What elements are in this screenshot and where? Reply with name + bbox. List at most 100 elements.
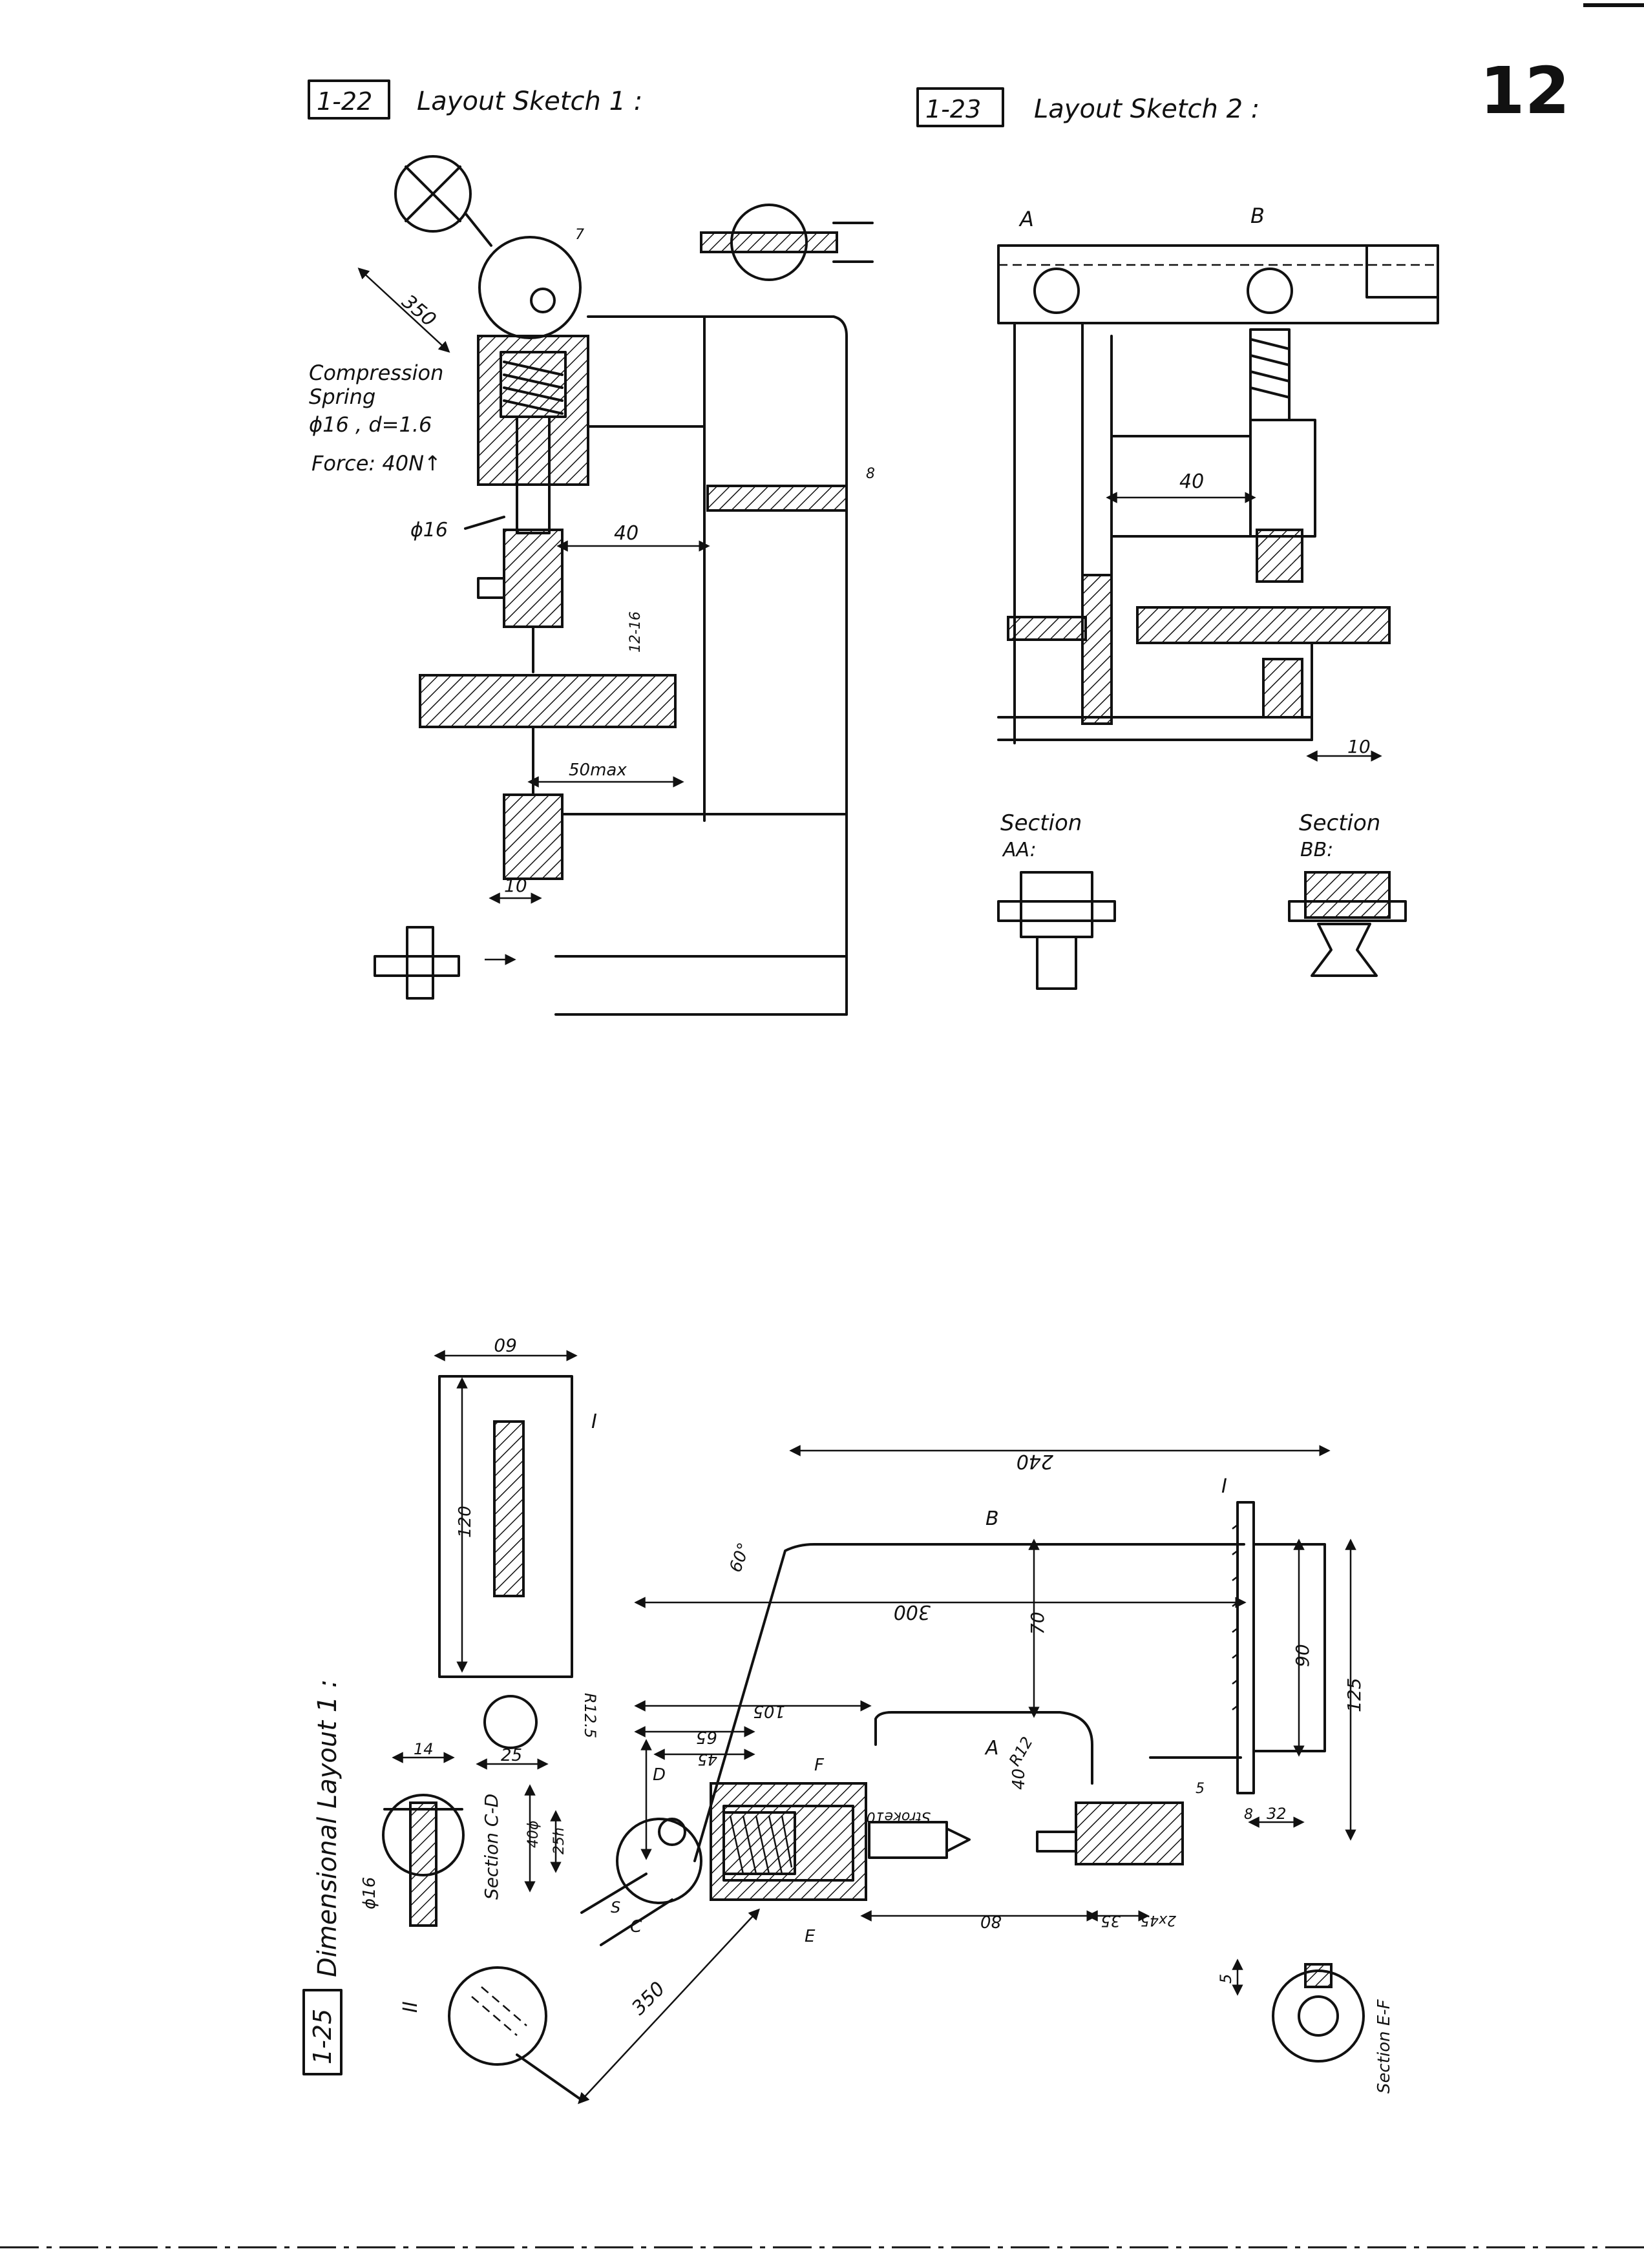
sketch2-plunger [1249, 419, 1316, 538]
spring-spec: ϕ16 , d=1.6 [309, 412, 432, 437]
layout-sketch-1: 1-22 Layout Sketch 1 : 350 7 Compression… [308, 79, 875, 1016]
c-frame-outline [587, 315, 848, 1016]
section-bb [1304, 871, 1391, 919]
dim-120: 120 [456, 1506, 475, 1538]
sketch2-id: 1-23 [925, 95, 981, 123]
dim-r12: R12 [1006, 1734, 1037, 1769]
dim-240: 240 [1017, 1450, 1053, 1473]
dim-12-16: 12-16 [627, 611, 644, 653]
section-ef-label: Section E-F [1375, 1999, 1394, 2094]
spring-label-1: Compression [309, 361, 443, 385]
section-aa-label-2: AA: [1002, 839, 1037, 861]
label-i-top: I [591, 1411, 597, 1433]
dim-50max: 50max [569, 761, 627, 780]
dim-8: 8 [866, 466, 875, 482]
layout1-spring [722, 1811, 796, 1875]
dim-25: 25 [501, 1746, 522, 1765]
specimen-table [419, 674, 677, 728]
label-d: D [653, 1765, 666, 1785]
dim-5-ef: 5 [1217, 1974, 1235, 1984]
label-ii: II [399, 2001, 422, 2013]
dim-10: 10 [1347, 736, 1371, 757]
dial-gauge [394, 155, 472, 233]
sketch1-title: Layout Sketch 1 : [417, 87, 642, 116]
dim-5: 5 [1196, 1781, 1205, 1797]
dim-40: 40 [1009, 1769, 1029, 1790]
indenter [868, 1821, 948, 1859]
dim-2x45: 2x45 [1141, 1912, 1176, 1928]
hand-wheel [374, 955, 460, 977]
sketch2-table [1136, 606, 1391, 644]
dial-gauge-layout [448, 1966, 547, 2066]
layout1-title: Dimensional Layout 1 : [313, 1679, 342, 1977]
pivot-lever [478, 236, 582, 339]
anvil-holder [503, 793, 564, 880]
section-aa [1020, 871, 1093, 938]
sketch1-id-box [308, 79, 390, 120]
spring-force: Force: 40N↑ [311, 451, 441, 476]
dim-40: 40 [614, 522, 638, 545]
marker-a: A [1018, 207, 1034, 231]
dim-80: 80 [980, 1911, 1002, 1931]
layout-sketch-2: 1-23 Layout Sketch 2 : A B 40 10 [916, 87, 1439, 990]
dim-8: 8 [1244, 1807, 1253, 1823]
dim-70: 70 [1027, 1612, 1048, 1635]
dim-105: 105 [753, 1701, 785, 1721]
pinion [483, 1695, 538, 1749]
sketch2-id-box [916, 87, 1004, 127]
dim-r12-5: R12.5 [581, 1693, 599, 1738]
sketch2-title: Layout Sketch 2 : [1034, 94, 1259, 124]
label-a: A [984, 1737, 999, 1759]
plunger-housing [710, 1782, 867, 1901]
dim-350-line [357, 268, 450, 353]
marker-b: B [1250, 204, 1265, 228]
dim-125: 125 [1344, 1678, 1365, 1712]
section-bb-label-1: Section [1299, 810, 1380, 836]
anvil-column [1236, 1501, 1255, 1794]
spring-label-2: Spring [309, 384, 375, 409]
label-i-right: I [1221, 1475, 1227, 1498]
label-b: B [985, 1507, 999, 1530]
dim-10: 10 [504, 875, 527, 896]
sketch2-anvil [1262, 658, 1303, 719]
dimensional-layout-1: 1-25 Dimensional Layout 1 : 60 120 I 25 … [302, 1334, 1394, 2105]
pivot [616, 1818, 702, 1904]
dim-90: 90 [1292, 1644, 1313, 1667]
dim-300: 300 [894, 1601, 931, 1623]
dim-60: 60 [494, 1334, 517, 1356]
c-frame [693, 1543, 1245, 1862]
clamp-screw [477, 577, 505, 599]
dim-350: 350 [397, 290, 440, 331]
indenter-holder [503, 529, 564, 628]
dim-14: 14 [414, 1740, 434, 1758]
dim-35: 35 [1101, 1912, 1121, 1930]
label-f: F [814, 1756, 825, 1775]
spring-housing [477, 335, 589, 486]
dim-45: 45 [697, 1750, 717, 1769]
layout1-id-box [302, 1989, 342, 2075]
column-section [1081, 574, 1113, 725]
dim-32: 32 [1267, 1805, 1287, 1823]
layout1-id: 1-25 [308, 2009, 337, 2064]
sketch1-id: 1-22 [317, 87, 372, 116]
rack-bar [493, 1420, 525, 1597]
dim-angle: 60° [726, 1540, 754, 1575]
label-s: S [611, 1898, 620, 1916]
upper-arm [874, 1711, 1093, 1785]
lever-arm [580, 1873, 673, 1946]
dim-40: 40 [1179, 470, 1204, 493]
dim-phi16: ϕ16 [360, 1877, 379, 1909]
section-bb-label-2: BB: [1300, 839, 1333, 861]
dim-40-phi: 40ϕ [525, 1820, 542, 1848]
label-e: E [805, 1927, 816, 1946]
section-aa-label-1: Section [1000, 810, 1082, 836]
dim-stroke: Stroke10 [867, 1809, 931, 1825]
view-i-box [438, 1375, 573, 1678]
anvil-holder [1075, 1801, 1184, 1865]
section-cd-label: Section C-D [481, 1794, 502, 1900]
page-number: 12 [1480, 53, 1570, 129]
dim-7: 7 [575, 227, 584, 243]
frame-section-hatch [706, 485, 848, 512]
dim-65: 65 [696, 1727, 717, 1747]
